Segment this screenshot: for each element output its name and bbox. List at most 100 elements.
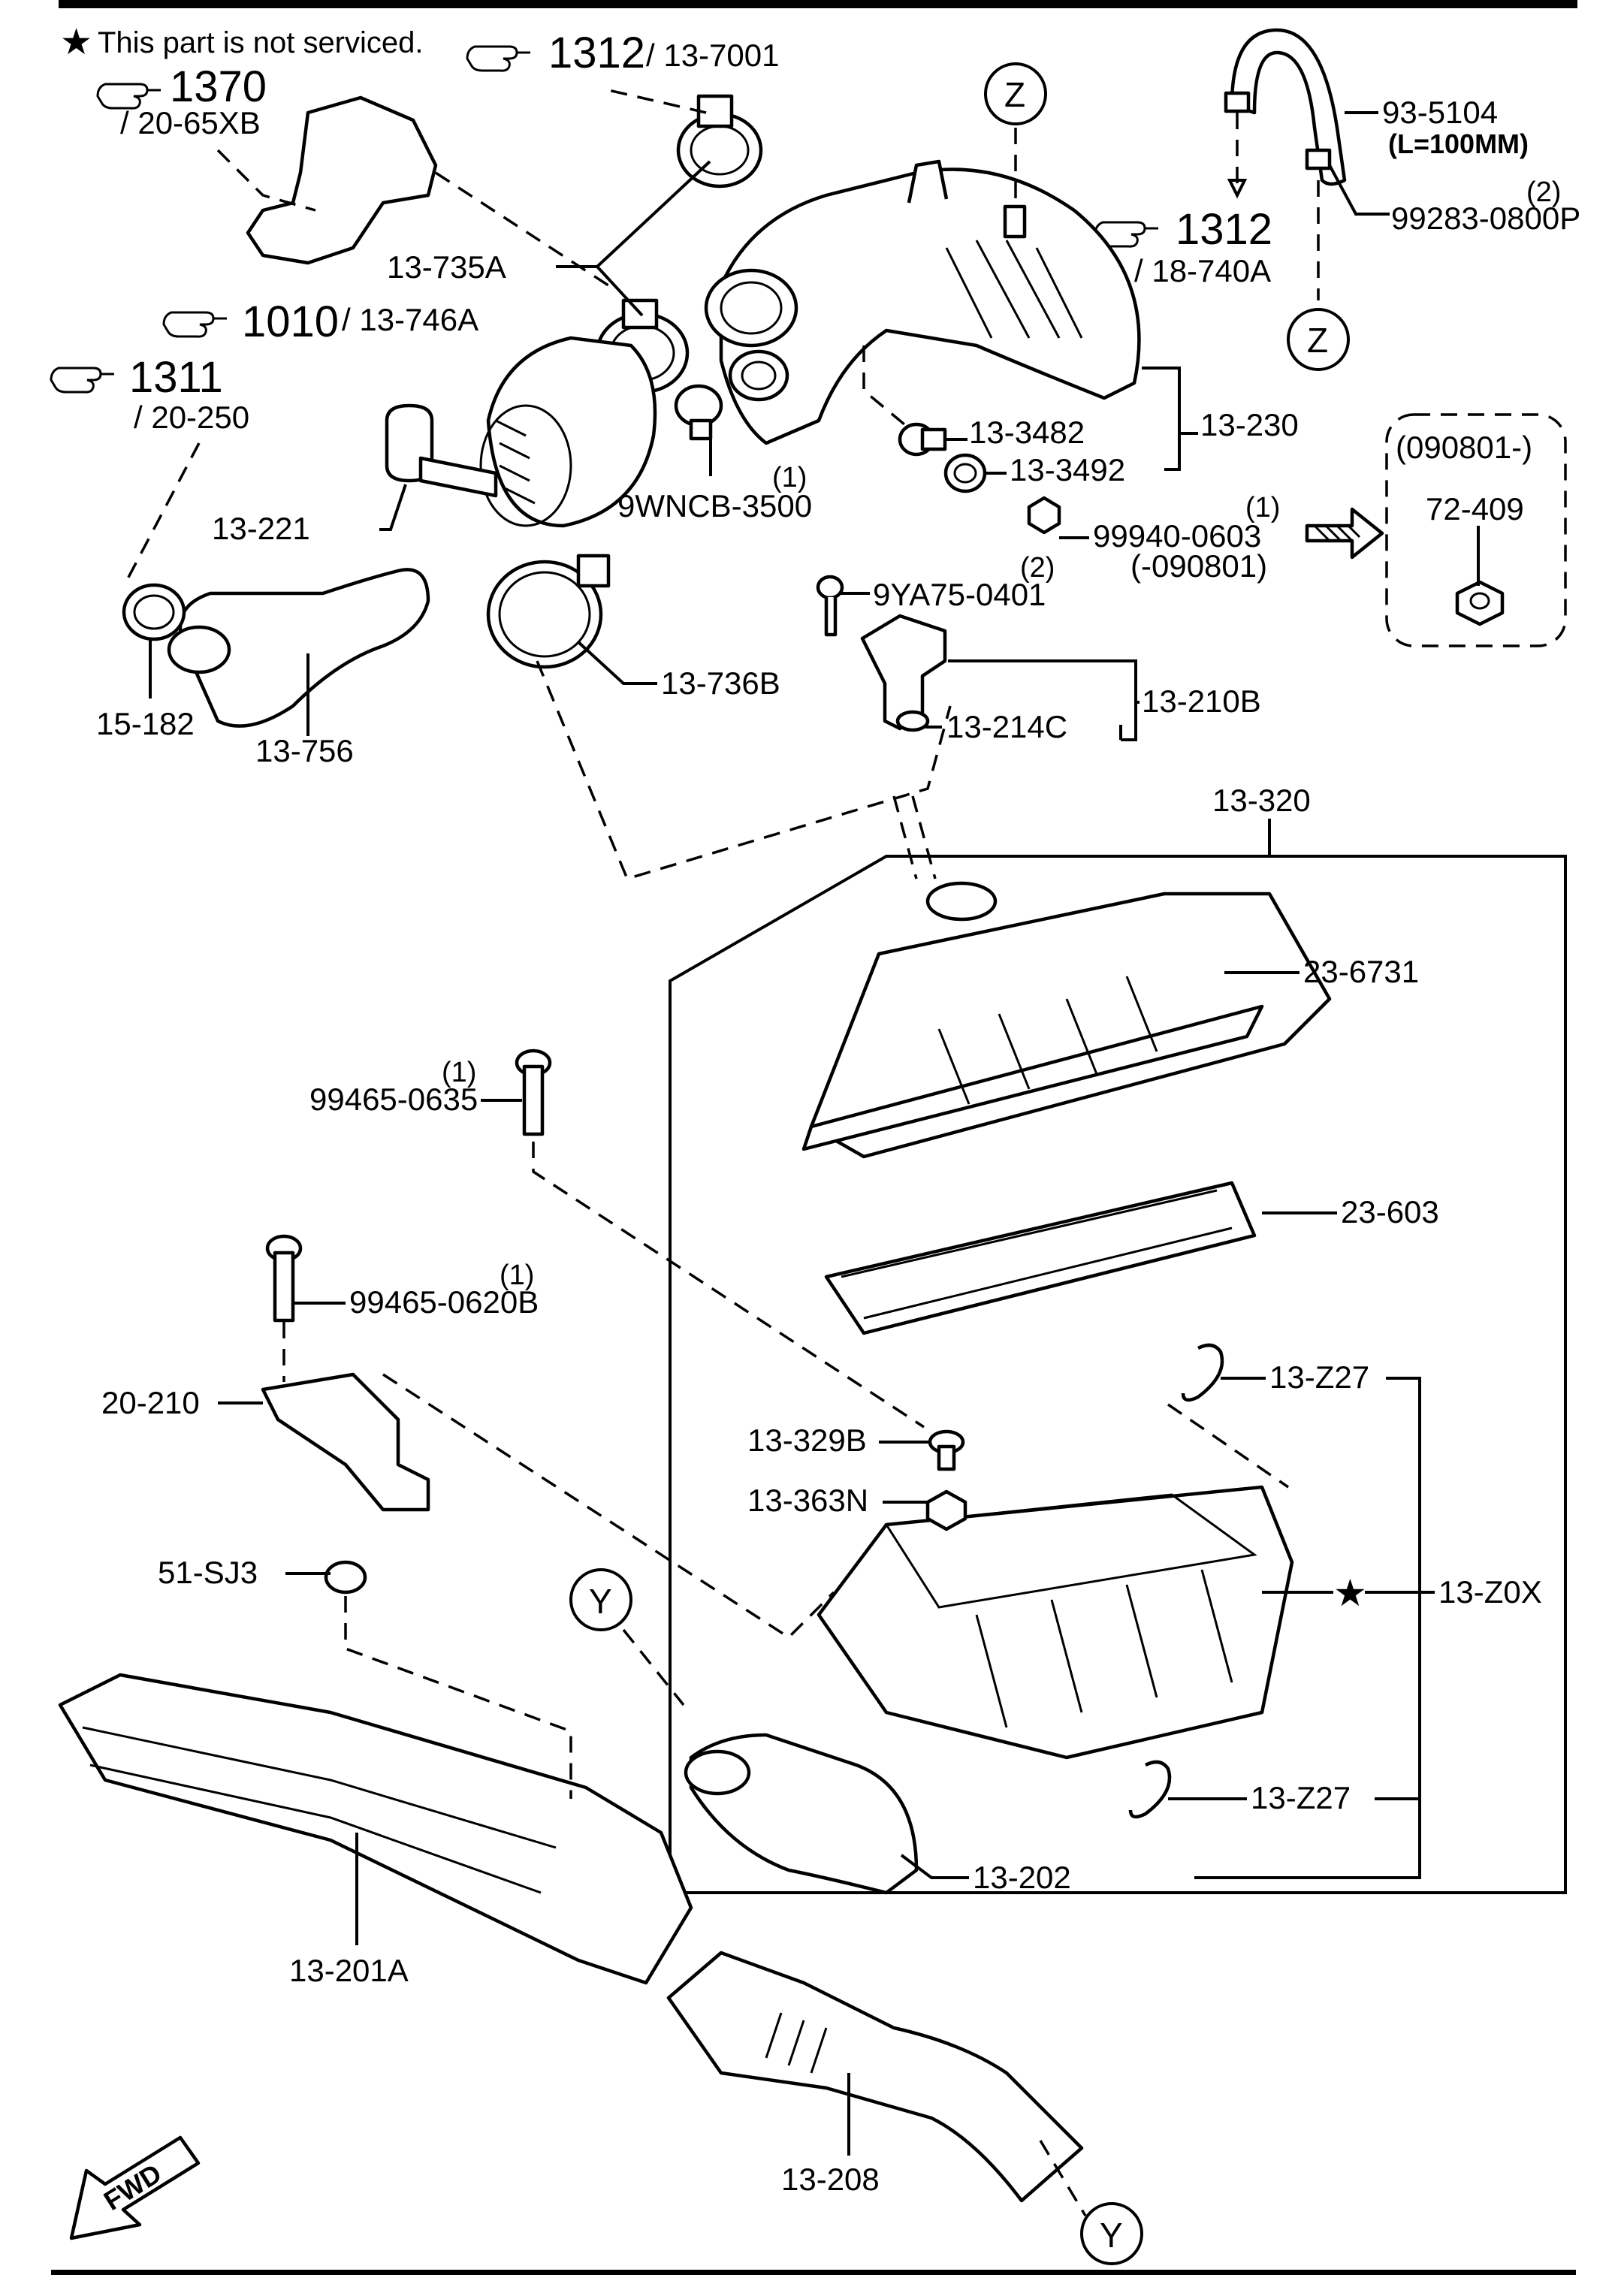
duct-13-201a-drawing xyxy=(58,1673,693,1985)
ref-1010[interactable]: 1010 / 13-746A xyxy=(162,297,478,346)
label-9ya75-qty: (2) xyxy=(1020,552,1055,584)
hand-pointer-icon xyxy=(50,367,114,394)
bracket-20-65xb-drawing xyxy=(246,95,438,265)
ref-number: 1010 xyxy=(242,297,339,346)
ref-1311[interactable]: 1311 / 20-250 xyxy=(50,353,249,435)
clamp-13-735a-top-drawing xyxy=(676,94,763,189)
bolt-99465-0620b-drawing xyxy=(265,1234,303,1323)
bottom-rule xyxy=(51,2270,1576,2275)
label-13-320: 13-320 xyxy=(1212,783,1311,818)
ref-number: 1312 xyxy=(548,29,645,77)
bolt-99465-0635-drawing xyxy=(515,1048,552,1136)
air-duct-13-230-drawing xyxy=(719,167,1141,445)
leader-1370 xyxy=(216,149,316,212)
leader-13-230 xyxy=(1142,367,1198,471)
resonator-13-202-drawing xyxy=(684,1733,919,1895)
label-72-409: 72-409 xyxy=(1426,491,1524,527)
label-93-5104: 93-5104 xyxy=(1382,95,1498,130)
case-13-z0x-drawing xyxy=(817,1485,1294,1760)
label-93-5104-length: (L=100MM) xyxy=(1388,128,1529,159)
label-9ya75: 9YA75-0401 xyxy=(873,577,1046,612)
label-13-3492: 13-3492 xyxy=(1010,452,1125,487)
cover-23-6731-drawing xyxy=(801,881,1332,1159)
marker-y-bottom xyxy=(1080,2202,1143,2265)
supersede-arrow-icon xyxy=(1305,507,1384,560)
leader-z27 xyxy=(1167,1403,1289,1489)
ref-number: 1311 xyxy=(129,353,223,402)
label-99465-0620b-qty: (1) xyxy=(500,1260,534,1291)
label-13-z27-top: 13-Z27 xyxy=(1269,1359,1369,1395)
leader-735a xyxy=(556,160,711,317)
marker-y-mid-label: Y xyxy=(589,1582,612,1621)
ref-sub: / 18-740A xyxy=(1134,253,1271,288)
label-star: ★ xyxy=(1333,1572,1367,1614)
ref-1370[interactable]: 1370 / 20-65XB xyxy=(96,62,267,140)
maf-sensor-13-210b-drawing xyxy=(860,614,947,732)
label-99465-0635-qty: (1) xyxy=(442,1057,476,1088)
leader-maf xyxy=(892,795,937,880)
clip-13-z27-bottom-drawing xyxy=(1128,1760,1172,1819)
grommet-51-sj3-drawing xyxy=(324,1560,367,1595)
marker-z-right xyxy=(1287,308,1350,371)
hand-pointer-icon xyxy=(162,311,227,338)
duct-ribs xyxy=(945,240,1083,339)
label-13-735a: 13-735A xyxy=(387,249,506,285)
label-13-756: 13-756 xyxy=(255,733,354,768)
element-23-603-drawing xyxy=(824,1181,1257,1335)
label-51-sj3: 51-SJ3 xyxy=(158,1555,258,1590)
label-090801: (090801-) xyxy=(1396,430,1532,465)
leader-13-z27-top xyxy=(1221,1377,1435,1829)
ref-sub: / 13-7001 xyxy=(646,38,779,73)
duct-tab xyxy=(907,159,949,204)
grommet-13-3492-drawing xyxy=(943,453,987,493)
leader-y-bottom xyxy=(1039,2140,1087,2216)
label-99940-range: (-090801) xyxy=(1130,548,1267,584)
label-99940: 99940-0603 xyxy=(1093,518,1261,554)
marker-z-top xyxy=(984,62,1047,125)
label-99465-0635: 99465-0635 xyxy=(309,1082,478,1117)
bolt-13-329b-drawing xyxy=(928,1429,965,1471)
label-13-230: 13-230 xyxy=(1200,407,1299,442)
air-cleaner-frame xyxy=(669,855,1567,1894)
ref-number: 1312 xyxy=(1176,205,1272,254)
marker-y-mid xyxy=(569,1568,632,1631)
label-13-736b: 13-736B xyxy=(661,665,780,701)
label-13-z27-bottom: 13-Z27 xyxy=(1251,1780,1351,1815)
ref-number: 1370 xyxy=(170,62,267,111)
fwd-arrow-icon: FWD xyxy=(69,2135,201,2240)
nut-99940-drawing xyxy=(1027,496,1061,535)
clip-13-z27-top-drawing xyxy=(1181,1343,1224,1402)
hose-13-208-drawing xyxy=(666,1951,1084,2203)
marker-z-right-label: Z xyxy=(1307,321,1328,360)
leader-13-202 xyxy=(900,1829,1421,1879)
leader-0635 xyxy=(532,1142,925,1429)
nut-72-409-drawing xyxy=(1455,580,1505,626)
ref-sub: / 20-250 xyxy=(134,400,249,435)
label-13-329b: 13-329B xyxy=(747,1423,867,1458)
label-9wncb: 9WNCB-3500 xyxy=(617,488,812,523)
ref-1312-right[interactable]: 1312 / 18-740A xyxy=(1094,205,1272,288)
label-23-6731: 23-6731 xyxy=(1303,954,1419,989)
label-9wncb-qty: (1) xyxy=(772,462,807,493)
leader-13-210b xyxy=(948,659,1140,741)
leader-duct-clip xyxy=(862,345,910,430)
marker-y-bottom-label: Y xyxy=(1100,2216,1123,2255)
note-star: ★ xyxy=(60,23,92,62)
label-13-214c: 13-214C xyxy=(946,709,1067,744)
label-99283: 99283-0800P xyxy=(1391,201,1580,236)
arrow-down xyxy=(1227,179,1248,199)
not-serviced-note: ★ This part is not serviced. xyxy=(60,23,424,62)
marker-z-top-label: Z xyxy=(1004,75,1025,114)
duct-stud xyxy=(1003,204,1027,239)
leader-1311 xyxy=(122,442,201,587)
leader-51-sj3 xyxy=(344,1596,572,1799)
grommet-13-363n-drawing xyxy=(925,1489,967,1531)
leader-99283 xyxy=(1328,164,1390,216)
label-13-363n: 13-363N xyxy=(747,1483,868,1518)
ref-1312-top[interactable]: 1312 / 13-7001 xyxy=(466,29,779,77)
duct-ports xyxy=(704,268,798,402)
ref-sub: / 20-65XB xyxy=(120,105,261,140)
clamp-9wncb-drawing xyxy=(674,384,723,441)
hose-93-5104-drawing xyxy=(1224,28,1347,186)
